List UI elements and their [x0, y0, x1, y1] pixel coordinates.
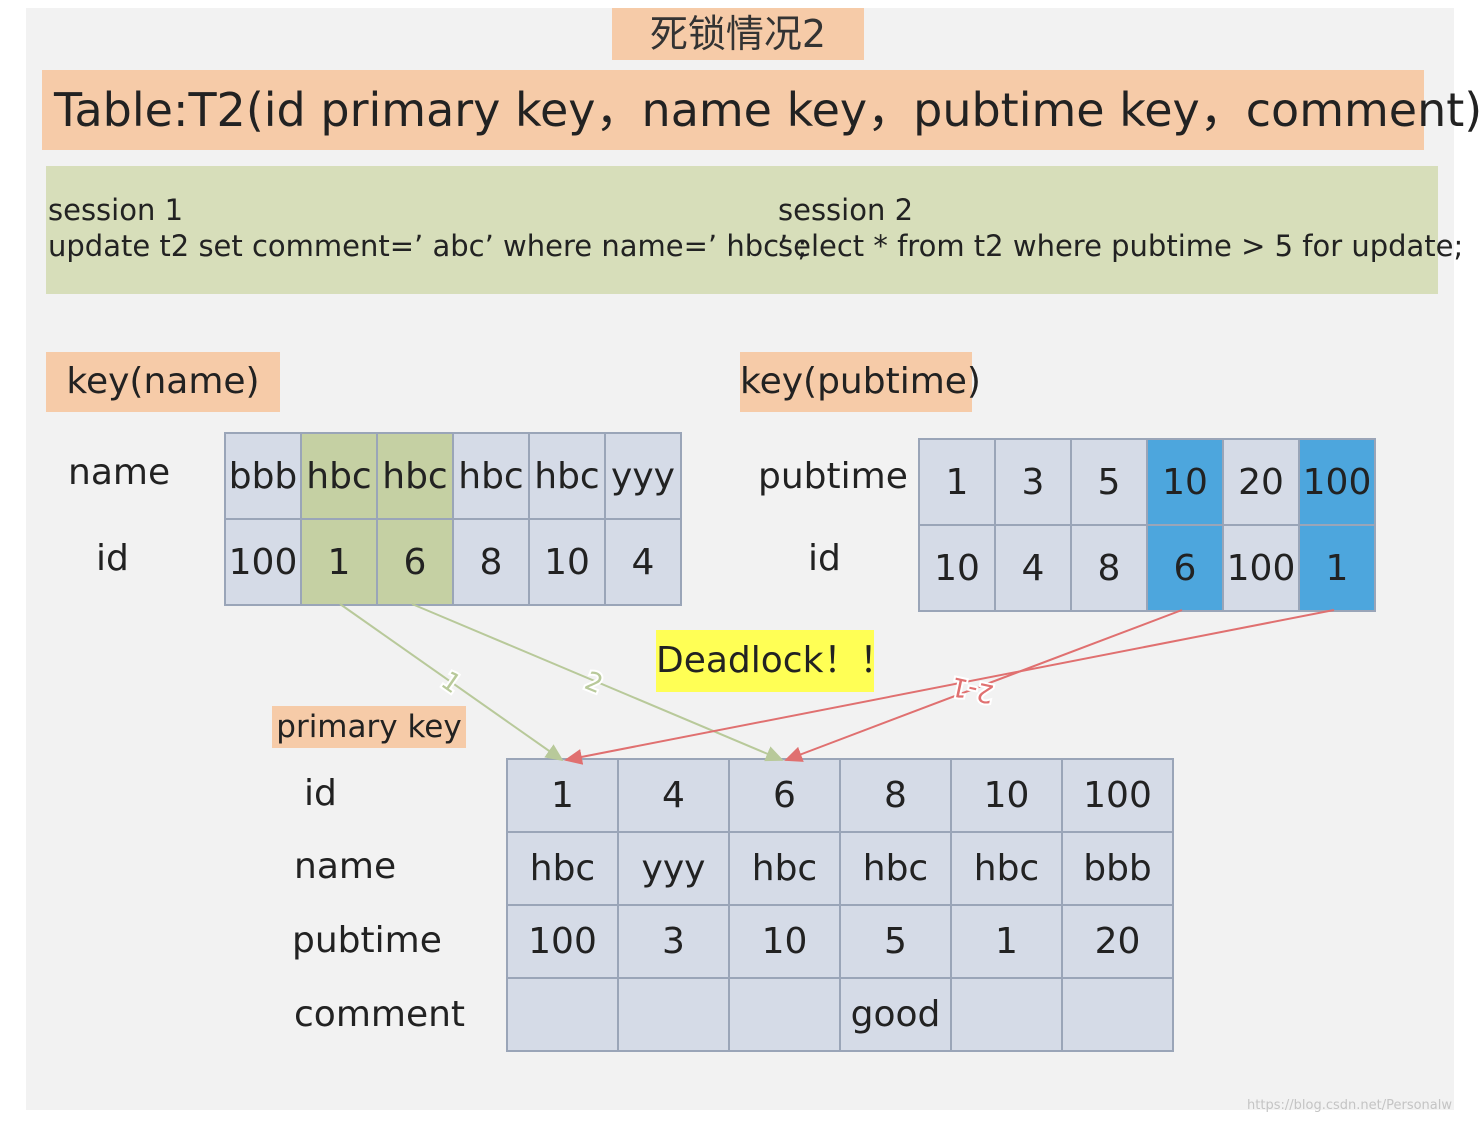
green-arrow-2-label: 2: [580, 666, 607, 700]
key-name-name-cell: bbb: [226, 434, 302, 520]
key-name-id-cell: 4: [606, 520, 682, 606]
red-arrow-from-pubtime-100: [564, 609, 1335, 765]
pk-comment-cell: [508, 979, 619, 1052]
pk-pubtime-cell: 10: [730, 906, 841, 979]
key-pubtime-row-label-pubtime: pubtime: [758, 456, 908, 497]
pk-pubtime-cell: 100: [508, 906, 619, 979]
red-arrow-label: 2-1: [949, 670, 997, 708]
key-pubtime-pubtime-cell: 3: [996, 440, 1072, 526]
session-1: session 1 update t2 set comment=’ abc’ w…: [48, 192, 807, 264]
green-arrow-1: [339, 603, 564, 762]
watermark: https://blog.csdn.net/Personalw: [1247, 1098, 1452, 1113]
key-name-name-cell: hbc: [302, 434, 378, 520]
pk-id-cell: 1: [508, 760, 619, 833]
key-name-id-cell: 100: [226, 520, 302, 606]
key-pubtime-pubtime-cell: 1: [920, 440, 996, 526]
session-1-label: session 1: [48, 193, 184, 227]
green-arrow-1-label: 1: [435, 666, 466, 700]
table-definition-banner: Table:T2(id primary key，name key，pubtime…: [42, 70, 1482, 150]
pk-row-label-id: id: [304, 773, 337, 814]
session-2: session 2 select * from t2 where pubtime…: [778, 192, 1463, 264]
key-pubtime-id-cell: 100: [1224, 526, 1300, 612]
key-name-row-label-name: name: [68, 452, 171, 493]
pk-id-cell: 10: [952, 760, 1063, 833]
pk-row-label-name: name: [294, 846, 397, 887]
session-2-label: session 2: [778, 193, 914, 227]
key-name-title: key(name): [46, 352, 280, 412]
key-name-row-label-id: id: [96, 538, 129, 579]
pk-comment-cell: [619, 979, 730, 1052]
primary-key-title: primary key: [272, 706, 466, 748]
key-name-name-cell: hbc: [530, 434, 606, 520]
green-arrow-2: [411, 603, 784, 762]
session-2-sql: select * from t2 where pubtime > 5 for u…: [778, 229, 1464, 263]
pk-pubtime-cell: 20: [1063, 906, 1174, 979]
key-name-name-cell: hbc: [378, 434, 454, 520]
pk-name-cell: hbc: [841, 833, 952, 906]
key-pubtime-id-cell: 4: [996, 526, 1072, 612]
pk-row-label-comment: comment: [294, 994, 466, 1035]
key-pubtime-pubtime-cell: 10: [1148, 440, 1224, 526]
pk-name-cell: hbc: [952, 833, 1063, 906]
pk-pubtime-cell: 3: [619, 906, 730, 979]
key-pubtime-id-cell: 10: [920, 526, 996, 612]
pk-comment-cell: [730, 979, 841, 1052]
key-name-name-cell: yyy: [606, 434, 682, 520]
pk-comment-cell: [1063, 979, 1174, 1052]
pk-pubtime-cell: 1: [952, 906, 1063, 979]
pk-name-cell: hbc: [730, 833, 841, 906]
key-pubtime-id-cell: 8: [1072, 526, 1148, 612]
pk-name-cell: hbc: [508, 833, 619, 906]
pk-comment-cell: [952, 979, 1063, 1052]
diagram-title: 死锁情况2: [612, 8, 864, 60]
pk-row-label-pubtime: pubtime: [292, 920, 442, 961]
key-pubtime-row-label-id: id: [808, 538, 841, 579]
key-pubtime-id-cell: 1: [1300, 526, 1376, 612]
key-pubtime-pubtime-cell: 100: [1300, 440, 1376, 526]
pk-name-cell: bbb: [1063, 833, 1174, 906]
key-pubtime-title: key(pubtime): [740, 352, 981, 412]
pk-id-cell: 4: [619, 760, 730, 833]
key-pubtime-pubtime-cell: 20: [1224, 440, 1300, 526]
key-name-id-cell: 10: [530, 520, 606, 606]
pk-id-cell: 100: [1063, 760, 1174, 833]
red-arrow-from-pubtime-10: [784, 609, 1183, 762]
key-pubtime-id-cell: 6: [1148, 526, 1224, 612]
key-pubtime-pubtime-cell: 5: [1072, 440, 1148, 526]
deadlock-callout: Deadlock！！: [656, 630, 895, 692]
pk-pubtime-cell: 5: [841, 906, 952, 979]
session-box: [46, 166, 1438, 294]
session-1-sql: update t2 set comment=’ abc’ where name=…: [48, 229, 808, 263]
pk-id-cell: 8: [841, 760, 952, 833]
key-name-id-cell: 8: [454, 520, 530, 606]
key-name-name-cell: hbc: [454, 434, 530, 520]
pk-name-cell: yyy: [619, 833, 730, 906]
key-name-id-cell: 1: [302, 520, 378, 606]
pk-id-cell: 6: [730, 760, 841, 833]
pk-comment-cell: good: [841, 979, 952, 1052]
